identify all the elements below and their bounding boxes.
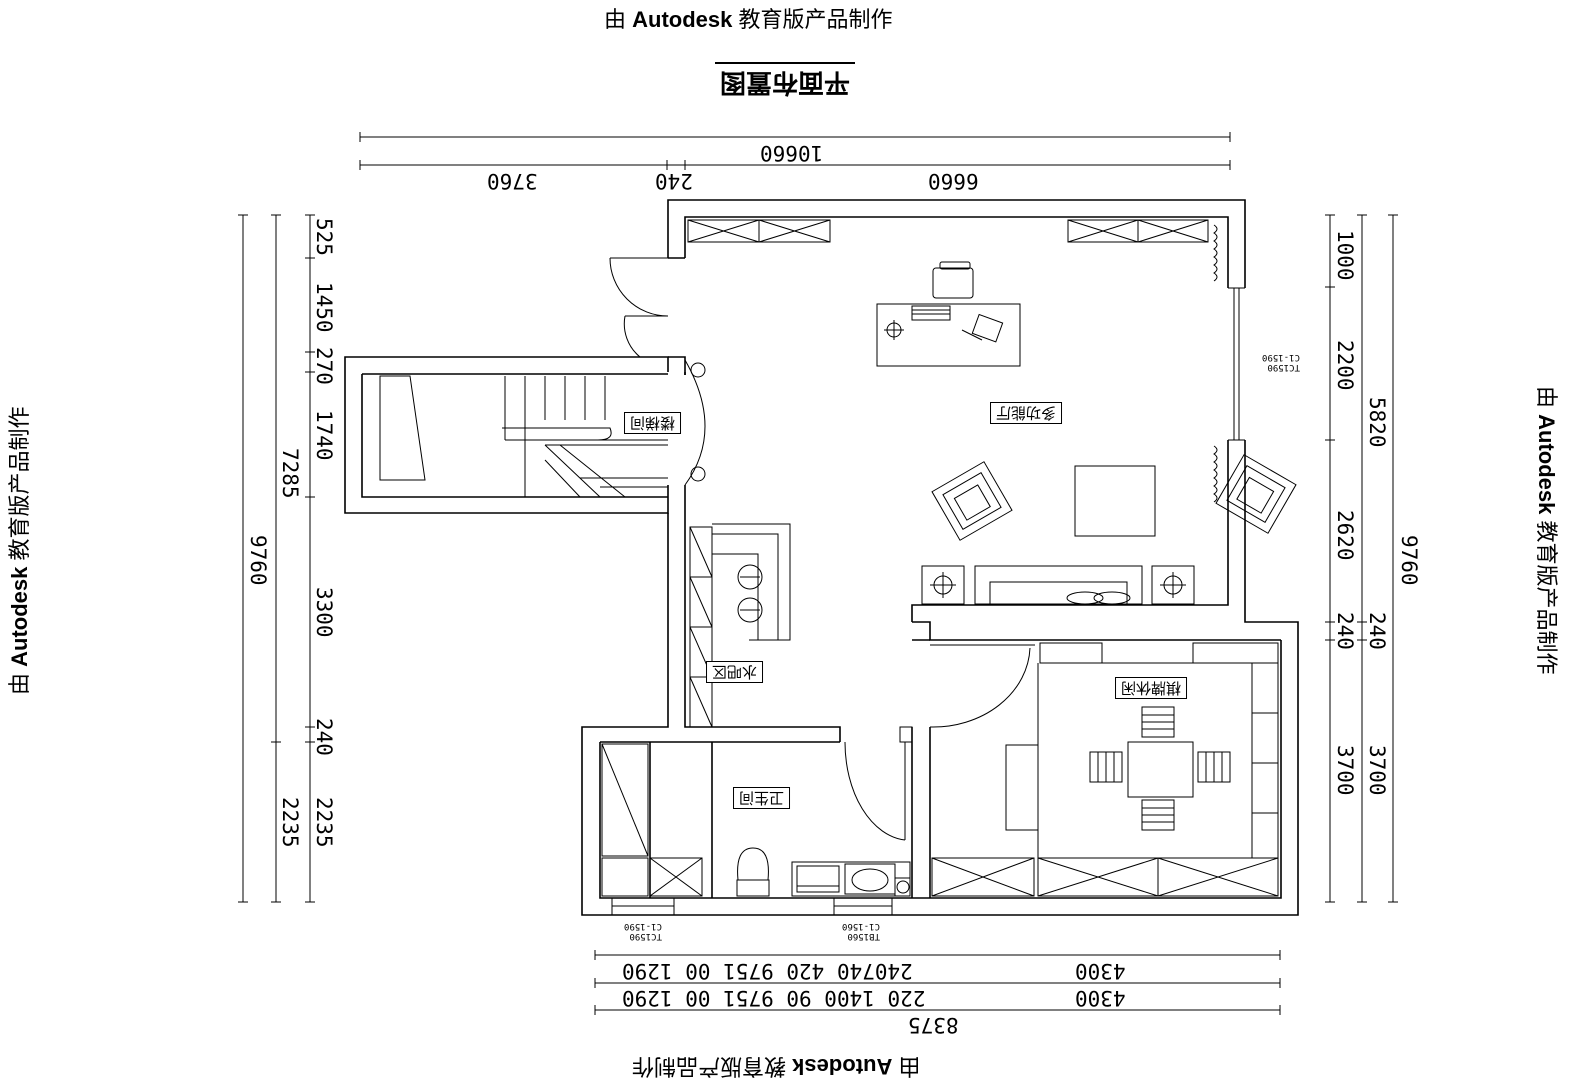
chess-room-furniture — [931, 642, 1279, 897]
bathroom-fixtures — [601, 743, 911, 897]
watermark-brand: Autodesk — [1534, 414, 1559, 515]
water-bar-furniture — [689, 523, 791, 728]
dim-left-mid-2: 2235 — [278, 797, 302, 848]
dim-right-mid-1: 5820 — [1365, 397, 1389, 448]
dim-left-seg-4: 1740 — [312, 410, 336, 461]
dim-right-mid-2: 240 — [1365, 612, 1389, 650]
bottom-dimension-lines — [594, 950, 1281, 1015]
room-label-bathroom: 卫生间 — [733, 787, 791, 809]
watermark-right: 由 Autodesk 教育版产品制作 — [1532, 386, 1564, 675]
dim-left-seg-7: 2235 — [312, 797, 336, 848]
dim-top-seg-2: 240 — [655, 169, 693, 193]
staircase — [361, 375, 668, 498]
dim-right-total: 9760 — [1397, 535, 1421, 586]
dim-top-total: 10660 — [760, 141, 824, 165]
watermark-suffix: 教育版产品制作 — [7, 406, 32, 561]
watermark-prefix: 由 — [604, 7, 627, 32]
dim-bottom-total: 8375 — [908, 1013, 959, 1037]
east-window-code: TC1590 C1-1590 — [1262, 352, 1300, 372]
dim-top-seg-1: 3760 — [487, 169, 538, 193]
dim-left-seg-6: 240 — [312, 718, 336, 756]
room-label-chess-room: 棋牌休闲 — [1115, 677, 1188, 699]
dim-right-seg-5: 3700 — [1333, 745, 1357, 796]
room-label-water-bar: 水吧区 — [706, 661, 764, 683]
left-dimension-lines — [238, 214, 315, 903]
bottom-left-window-code: TC1590 C1-1590 — [624, 921, 662, 941]
watermark-suffix: 教育版产品制作 — [738, 7, 893, 32]
bottom-windows — [611, 897, 893, 916]
watermark-prefix: 由 — [1534, 386, 1559, 409]
window-code-line: TC1590 — [629, 931, 662, 941]
watermark-suffix: 教育版产品制作 — [632, 1054, 787, 1079]
dim-left-seg-1: 525 — [312, 218, 336, 256]
dim-left-seg-3: 270 — [312, 347, 336, 385]
window-code-line: TB1560 — [847, 931, 880, 941]
right-dimension-lines — [1325, 214, 1398, 903]
watermark-left: 由 Autodesk 教育版产品制作 — [2, 406, 34, 695]
watermark-brand: Autodesk — [792, 1054, 893, 1079]
hall-furniture — [687, 219, 1297, 605]
watermark-brand: Autodesk — [7, 566, 32, 667]
dim-right-seg-3: 2620 — [1333, 510, 1357, 561]
dim-left-total: 9760 — [246, 535, 270, 586]
watermark-suffix: 教育版产品制作 — [1534, 520, 1559, 675]
watermark-top: 由 Autodesk 教育版产品制作 — [604, 2, 893, 34]
window-code-line: C1-1590 — [1262, 352, 1300, 362]
room-label-multi-function-hall: 多功能厅 — [990, 402, 1063, 424]
top-dimension-lines — [359, 132, 1231, 170]
dim-right-seg-1: 1000 — [1333, 230, 1357, 281]
watermark-brand: Autodesk — [632, 7, 733, 32]
window-code-line: C1-1590 — [624, 921, 662, 931]
dim-bottom-row-2-right: 4300 — [1075, 986, 1126, 1010]
room-label-stair-room: 楼梯间 — [624, 412, 682, 434]
watermark-bottom: 由 Autodesk 教育版产品制作 — [632, 1052, 921, 1084]
dim-right-mid-3: 3700 — [1365, 745, 1389, 796]
dim-left-seg-2: 1450 — [312, 282, 336, 333]
dim-top-seg-3: 6660 — [928, 169, 979, 193]
doors — [609, 257, 1035, 841]
watermark-prefix: 由 — [898, 1054, 921, 1079]
plan-title: 平面布置图 — [715, 62, 855, 103]
east-window — [1228, 287, 1245, 441]
dim-left-mid-1: 7285 — [278, 448, 302, 499]
dim-bottom-row-1-left: 240740 420 9751 00 1290 — [622, 959, 913, 983]
dim-right-seg-2: 2200 — [1333, 340, 1357, 391]
dim-left-seg-5: 3300 — [312, 587, 336, 638]
dim-bottom-row-2-left: 220 1400 90 9751 00 1290 — [622, 986, 926, 1010]
window-code-line: TC1590 — [1267, 362, 1300, 372]
bottom-mid-window-code: TB1560 C1-1560 — [842, 921, 880, 941]
dim-right-seg-4: 240 — [1333, 612, 1357, 650]
dim-bottom-row-1-right: 4300 — [1075, 959, 1126, 983]
watermark-prefix: 由 — [7, 672, 32, 695]
window-code-line: C1-1560 — [842, 921, 880, 931]
